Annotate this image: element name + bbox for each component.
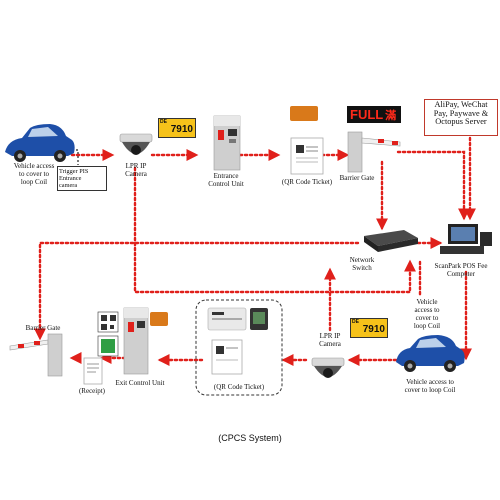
full-sign-cjk: 滿 — [385, 110, 397, 122]
entrance-unit-label: Entrance Control Unit — [208, 172, 244, 188]
lpr-camera-entry-icon — [119, 133, 153, 155]
exit-unit-label: Exit Control Unit — [115, 379, 165, 387]
full-sign-text: FULL — [350, 107, 384, 122]
qr-ticket-entry-label: (QR Code Ticket) — [281, 178, 333, 186]
network-switch-label: Network Switch — [349, 256, 375, 272]
plate-exit-number: 7910 — [362, 324, 385, 335]
payment-server-label: AliPay, WeChat Pay, Paywave & Octopus Se… — [433, 100, 489, 127]
barrier-entry-label: Barrier Gate — [339, 174, 375, 182]
qr-ticket-exit-label: (QR Code Ticket) — [213, 383, 265, 391]
qr-ticket-exit-group — [195, 299, 283, 396]
trigger-connector — [68, 149, 79, 165]
diagram-caption: (CPCS System) — [218, 433, 282, 443]
exit-control-unit-icon — [97, 307, 168, 375]
connector-network-return — [350, 259, 416, 294]
connector-lpr-entry-vertical — [133, 166, 354, 294]
network-switch-icon — [364, 230, 418, 252]
lpr-exit-label: LPR IP Camera — [319, 332, 341, 348]
trigger-label: Trigger PIS Entrance camera — [57, 166, 107, 191]
connector-barrier-to-pos — [396, 150, 470, 221]
plate-entry-country: DE — [160, 119, 167, 125]
receipt-icon — [83, 357, 103, 385]
lpr-camera-exit-icon — [311, 357, 345, 378]
connector-switch-to-left — [34, 241, 360, 341]
car-exit-icon — [396, 335, 465, 372]
barrier-entry-icon — [347, 131, 401, 173]
entrance-control-unit-icon — [213, 115, 241, 171]
loop-right-label: Vehicle access to cover to loop Coil — [413, 298, 441, 330]
car-exit-label: Vehicle access to cover to loop Coil — [404, 378, 456, 394]
license-plate-entry: DE 7910 — [158, 118, 196, 138]
plate-entry-number: 7910 — [170, 124, 193, 135]
flow-connectors — [34, 136, 476, 366]
receipt-label: (Receipt) — [78, 387, 106, 395]
barrier-exit-icon — [9, 333, 63, 377]
payment-server-box: AliPay, WeChat Pay, Paywave & Octopus Se… — [424, 99, 498, 136]
pos-computer-label: ScanPark POS Fee Computer — [434, 262, 488, 278]
qr-ticket-entry-icon — [290, 106, 324, 175]
license-plate-exit: DE 7910 — [350, 318, 388, 338]
car-entry-label: Vehicle access to cover to loop Coil — [13, 162, 55, 186]
plate-exit-country: DE — [352, 319, 359, 325]
car-entry-icon — [5, 124, 75, 162]
pos-computer-icon — [440, 224, 492, 254]
lpr-entry-label: LPR IP Camera — [125, 162, 147, 178]
barrier-exit-label: Barrier Gate — [25, 324, 61, 332]
